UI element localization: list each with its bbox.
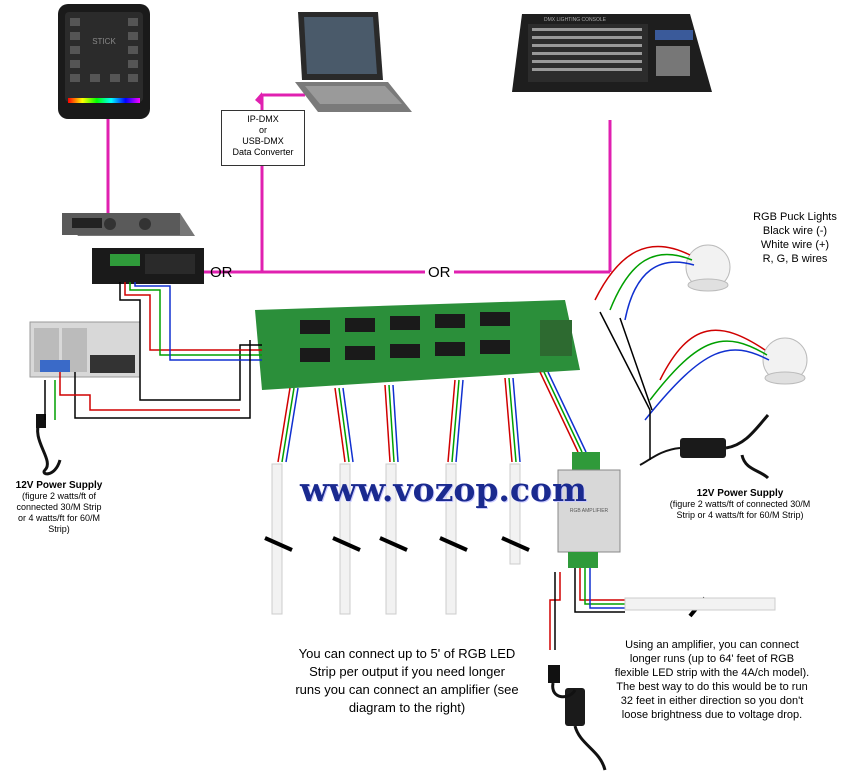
converter-line2: or <box>258 125 267 135</box>
note-right-l6: loose brightness due to voltage drop. <box>621 709 803 721</box>
puck-lights-label: RGB Puck Lights Black wire (-) White wir… <box>745 210 842 266</box>
power-wires <box>44 282 262 420</box>
psu-left-l2: connected 30/M Strip <box>16 502 102 512</box>
puck-wires <box>594 245 770 460</box>
note-right-l1: Using an amplifier, you can connect <box>625 639 799 651</box>
puck-line2: White wire (+) <box>760 239 830 251</box>
led-strips <box>271 463 521 615</box>
note-right-l2: longer runs (up to 64' feet of RGB <box>629 653 795 665</box>
note-right-l5: 32 feet in either direction so you don't <box>620 695 804 707</box>
dmx-arrow <box>255 92 262 106</box>
converter-line3: USB-DMX <box>242 136 284 146</box>
stick-label: STICK <box>92 37 116 46</box>
strip-wires <box>277 371 587 463</box>
note-right-l4: The best way to do this would be to run <box>616 681 808 693</box>
or-label-left: OR <box>210 264 233 281</box>
dmx-decoder <box>62 213 204 284</box>
psu-right-label: 12V Power Supply (figure 2 watts/ft of c… <box>640 488 840 521</box>
plug-left <box>36 414 62 476</box>
note-left-l3: runs you can connect an amplifier (see <box>295 682 519 697</box>
long-led-strip <box>624 597 776 611</box>
psu-left-l4: Strip) <box>48 524 70 534</box>
psu-right-l2: Strip or 4 watts/ft for 60/M Strip) <box>676 510 804 520</box>
plug-bottom <box>548 665 607 771</box>
note-left-l1: You can connect up to 5' of RGB LED <box>298 646 516 661</box>
psu-right-title: 12V Power Supply <box>696 488 784 499</box>
amplifier: RGB AMPLIFIER <box>557 452 621 568</box>
amp-label: RGB AMPLIFIER <box>570 508 609 514</box>
puck-line3: R, G, B wires <box>762 253 828 265</box>
psu-left-l3: or 4 watts/ft for 60/M <box>17 513 101 523</box>
note-left-l4: diagram to the right) <box>348 700 466 715</box>
laptop <box>295 12 412 112</box>
converter-line1: IP-DMX <box>247 114 279 124</box>
note-left: You can connect up to 5' of RGB LED Stri… <box>262 645 552 717</box>
puck-line1: Black wire (-) <box>762 225 828 237</box>
console-label: DMX LIGHTING CONSOLE <box>544 17 607 23</box>
dmx-lines <box>106 93 612 274</box>
converter-line4: Data Converter <box>232 147 294 157</box>
puck-title: RGB Puck Lights <box>753 211 837 223</box>
power-supply-left <box>29 321 141 378</box>
lighting-console: DMX LIGHTING CONSOLE <box>512 14 712 92</box>
power-supply-right <box>639 414 770 480</box>
or-label-mid: OR <box>425 264 454 281</box>
note-right-l3: flexible LED strip with the 4A/ch model)… <box>614 667 810 679</box>
main-decoder-board <box>255 300 580 390</box>
watermark: www.vozop.com <box>300 470 587 509</box>
note-right: Using an amplifier, you can connect long… <box>592 638 832 722</box>
data-converter-box: IP-DMX or USB-DMX Data Converter <box>221 110 305 166</box>
psu-left-l1: (figure 2 watts/ft of <box>21 491 97 501</box>
amp-power-wire <box>549 572 561 650</box>
psu-left-title: 12V Power Supply <box>15 480 103 491</box>
note-left-l2: Strip per output if you need longer <box>309 664 505 679</box>
psu-right-l1: (figure 2 watts/ft of connected 30/M <box>669 499 811 509</box>
stick-controller: STICK <box>58 4 150 119</box>
psu-left-label: 12V Power Supply (figure 2 watts/ft of c… <box>0 480 118 535</box>
amp-output-wires <box>574 568 625 613</box>
puck-lights <box>685 244 808 385</box>
